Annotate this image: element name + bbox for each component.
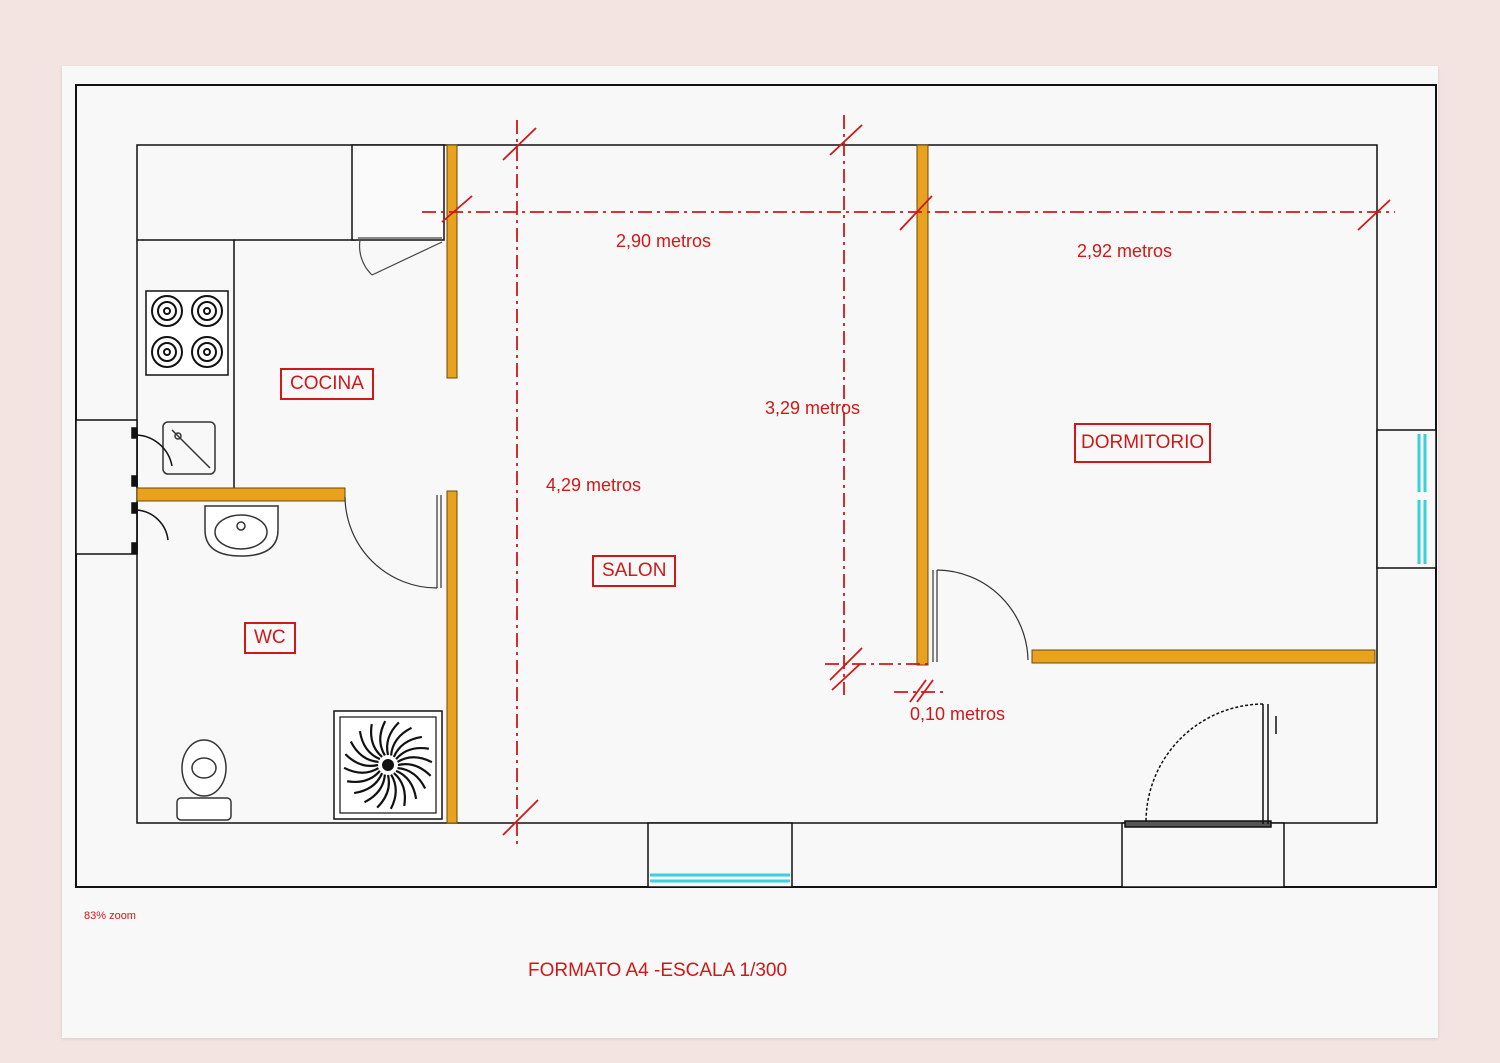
washbasin-icon	[204, 505, 279, 557]
dimension-salon-width: 2,90 metros	[616, 231, 712, 251]
shower-drain-ray	[389, 726, 413, 756]
balcony-door-icon	[131, 427, 173, 554]
shower-drain-ray	[349, 740, 379, 764]
entrance-door-icon	[1121, 703, 1285, 888]
dimension-dormitorio-width: 2,92 metros	[1077, 241, 1173, 261]
shower-drain-ray	[358, 730, 381, 761]
shower-drain-ray	[346, 770, 381, 783]
outer-frame	[75, 84, 1437, 888]
wall-wc-salon	[446, 490, 458, 824]
wall-salon-dormitorio	[916, 144, 929, 666]
room-label-cocina: COCINA	[280, 368, 374, 400]
shower-drain-ray	[379, 720, 387, 757]
shower-drain-ray	[392, 735, 423, 758]
wc-door-icon	[344, 495, 442, 589]
right-window-icon	[1376, 429, 1437, 569]
wall-kitchen-salon	[446, 144, 458, 379]
wall-kitchen-wc	[136, 487, 346, 502]
shower-drain-ray	[363, 774, 387, 804]
left-window-recess	[75, 419, 138, 555]
building-outline	[136, 144, 1378, 824]
shower-drain-ray	[343, 766, 380, 774]
format-scale-note: FORMATO A4 -ESCALA 1/300	[528, 960, 788, 981]
wall-dormitorio-south	[1031, 649, 1376, 664]
dimension-ticks	[441, 124, 1391, 836]
shower-drain-ray	[389, 773, 397, 810]
dimension-lines	[422, 115, 1395, 846]
interior-walls	[136, 144, 1376, 824]
shower-drain-ray	[395, 747, 430, 760]
toilet-icon	[176, 739, 232, 821]
room-label-wc: WC	[244, 622, 296, 654]
dimension-dormitorio-depth: 3,29 metros	[765, 398, 861, 418]
fridge	[351, 144, 445, 241]
dimension-salon-depth: 4,29 metros	[546, 475, 642, 495]
dimension-wall-thickness: 0,10 metros	[910, 704, 1006, 724]
shower-drain-ray	[353, 772, 384, 795]
shower-drain-ray	[386, 721, 400, 756]
shower-drain-ray	[344, 753, 379, 767]
shower-icon	[333, 710, 443, 820]
shower-drain-ray	[395, 769, 418, 800]
dormitorio-door-icon	[932, 569, 1029, 662]
shower-drain-ray	[397, 763, 432, 777]
room-label-dormitorio: DORMITORIO	[1074, 423, 1212, 463]
kitchen-sink-icon	[162, 421, 216, 475]
room-label-salon: SALON	[592, 555, 677, 587]
shower-drain-ray	[370, 723, 383, 758]
shower-drain-ray	[376, 774, 390, 809]
fridge-door-icon	[358, 237, 443, 276]
shower-drain-ray	[397, 766, 427, 790]
stove-icon	[145, 290, 229, 376]
shower-drain-ray	[396, 756, 433, 764]
zoom-note: 83% zoom	[84, 910, 136, 922]
shower-drain-ray	[393, 772, 406, 807]
bottom-window-icon	[647, 822, 793, 888]
